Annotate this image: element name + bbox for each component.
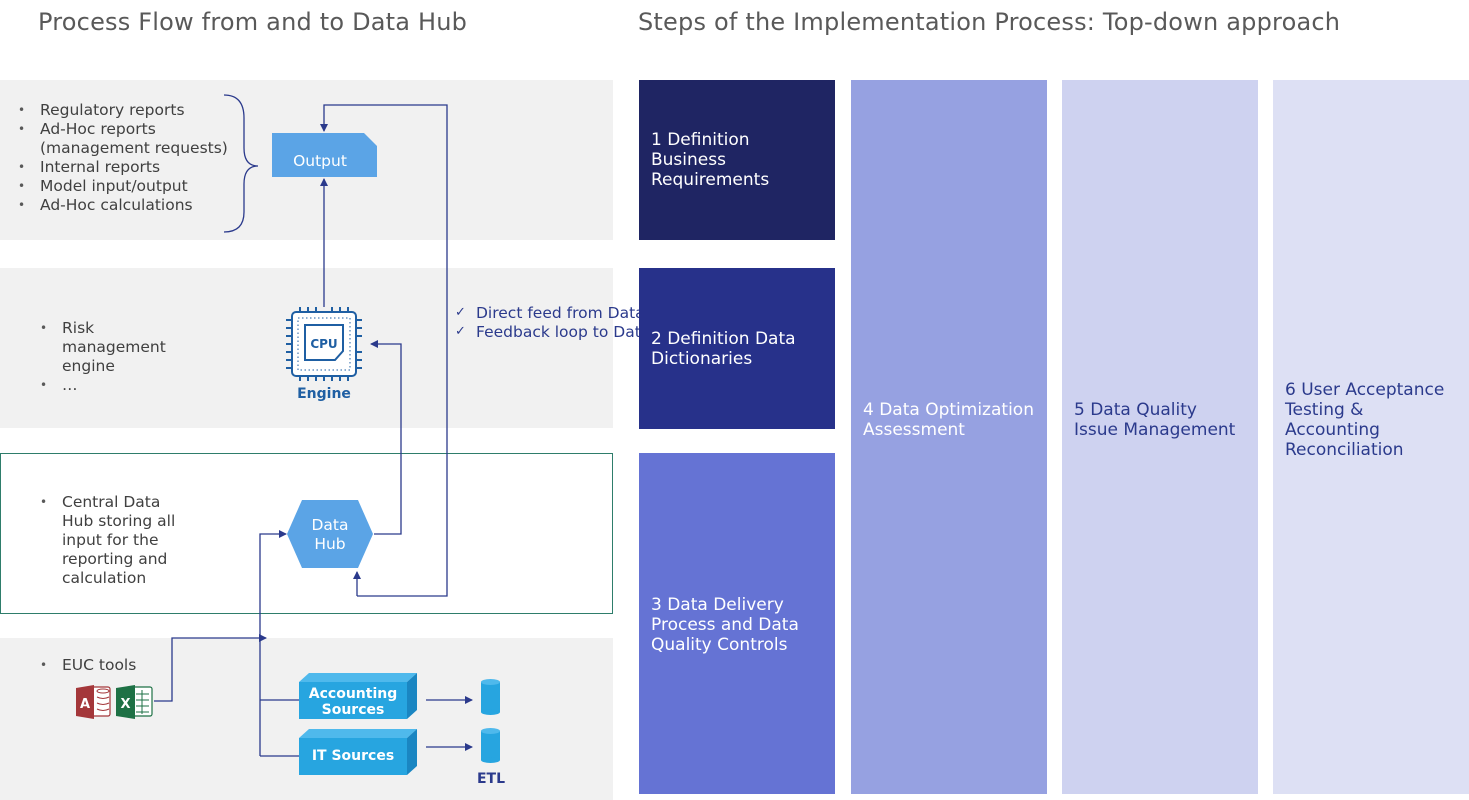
feedback-loop-line <box>320 104 448 597</box>
step-6-user-acceptance: 6 User Acceptance Testing & Accounting R… <box>1273 80 1469 794</box>
step-1-business-requirements: 1 Definition Business Requirements <box>639 80 835 240</box>
excel-icon: X <box>116 685 153 719</box>
sources-bullet-list: EUC tools <box>40 656 190 675</box>
access-icon: A <box>76 685 111 719</box>
euc-to-hub-line <box>154 634 267 702</box>
curly-brace <box>223 94 259 233</box>
output-bullet-list: Regulatory reports Ad-Hoc reports (manag… <box>18 101 243 215</box>
step-2-data-dictionaries: 2 Definition Data Dictionaries <box>639 268 835 429</box>
it-cube <box>299 729 417 775</box>
step-3-label: 3 Data Delivery Process and Data Quality… <box>651 595 799 655</box>
step-4-label: 4 Data Optimization Assessment <box>863 400 1034 440</box>
etl-label: ETL <box>476 771 506 787</box>
bullet-internal-reports: Internal reports <box>18 158 243 177</box>
bullet-risk-engine: Risk management engine <box>40 319 170 376</box>
accounting-sources-label: Accounting Sources <box>308 686 398 718</box>
hub-bullet-list: Central Data Hub storing all input for t… <box>40 493 190 588</box>
bullet-ad-hoc-calculations: Ad-Hoc calculations <box>18 196 243 215</box>
bullet-model-io: Model input/output <box>18 177 243 196</box>
data-hub-label: Data Hub <box>311 516 349 553</box>
note-direct-feed: Direct feed from Data Hub <box>455 304 687 323</box>
sources-to-hub-line <box>259 530 287 756</box>
right-heading: Steps of the Implementation Process: Top… <box>638 8 1341 36</box>
step-1-label: 1 Definition Business Requirements <box>651 130 770 190</box>
step-5-data-quality: 5 Data Quality Issue Management <box>1062 80 1258 794</box>
step-3-data-delivery: 3 Data Delivery Process and Data Quality… <box>639 453 835 794</box>
it-sources-label: IT Sources <box>311 748 395 764</box>
accounting-cube <box>299 673 417 719</box>
engine-label: Engine <box>297 386 351 402</box>
excel-letter: X <box>120 697 130 712</box>
engine-bullet-list: Risk management engine … <box>40 319 170 395</box>
cpu-icon: CPU <box>286 307 362 381</box>
note-feedback-loop: Feedback loop to Data Hub <box>455 323 687 342</box>
data-hub-hexagon <box>287 500 373 568</box>
step-5-label: 5 Data Quality Issue Management <box>1074 400 1236 440</box>
bullet-regulatory-reports: Regulatory reports <box>18 101 243 120</box>
output-label: Output <box>293 152 347 170</box>
database-icon-it <box>481 728 500 763</box>
bullet-ellipsis: … <box>40 376 170 395</box>
access-letter: A <box>80 697 90 712</box>
database-icon-accounting <box>481 679 500 715</box>
bullet-ad-hoc-reports: Ad-Hoc reports (management requests) <box>18 120 243 158</box>
step-2-label: 2 Definition Data Dictionaries <box>651 328 796 369</box>
bullet-central-data-hub: Central Data Hub storing all input for t… <box>40 493 190 588</box>
step-6-label: 6 User Acceptance Testing & Accounting R… <box>1285 380 1445 460</box>
left-heading: Process Flow from and to Data Hub <box>38 8 468 36</box>
feedback-notes: Direct feed from Data Hub Feedback loop … <box>455 304 687 341</box>
hub-to-engine-line <box>370 340 402 535</box>
bullet-euc-tools: EUC tools <box>40 656 190 675</box>
step-4-data-optimization: 4 Data Optimization Assessment <box>851 80 1047 794</box>
cpu-chip-text: CPU <box>310 337 337 351</box>
output-shape <box>272 133 377 177</box>
